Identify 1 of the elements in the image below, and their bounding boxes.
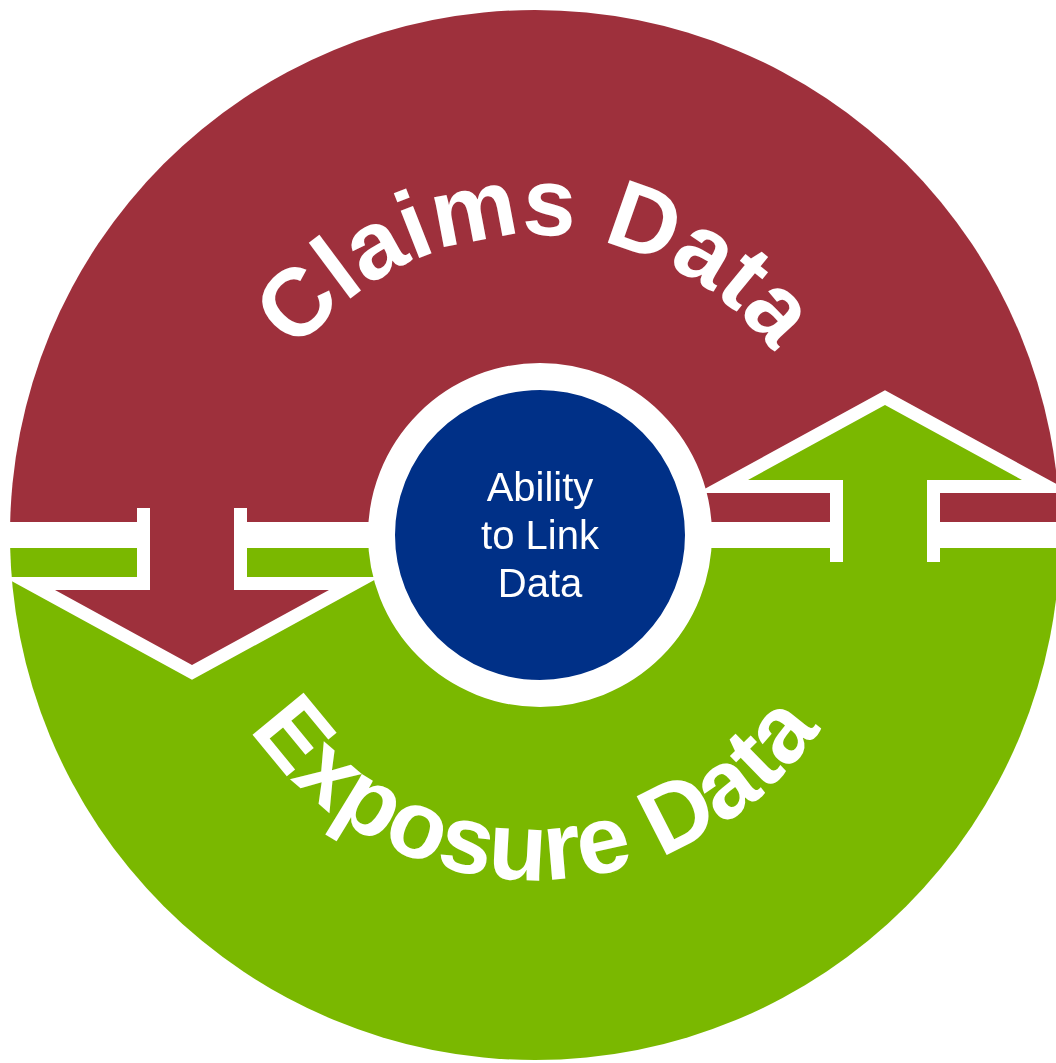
center-label: Ability to Link Data [480, 464, 600, 607]
